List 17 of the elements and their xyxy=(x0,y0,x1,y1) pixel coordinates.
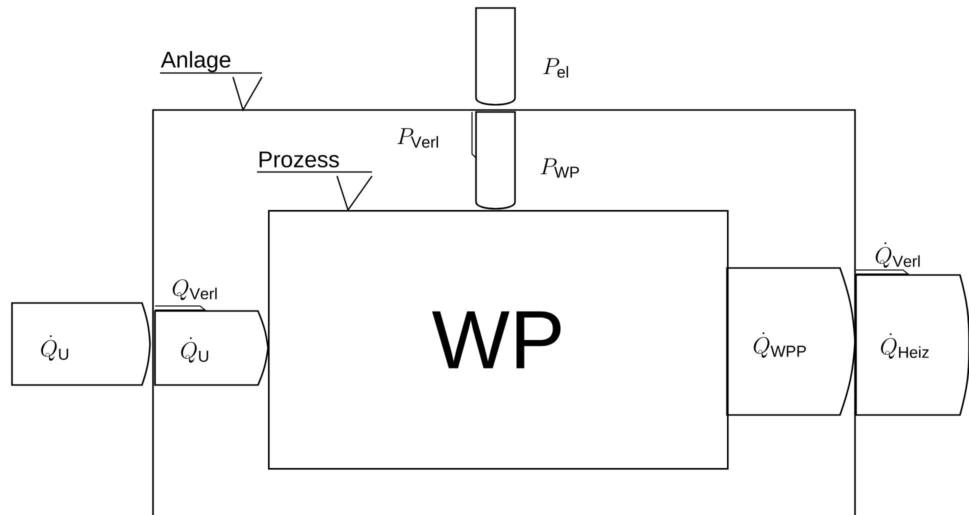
leader-line xyxy=(232,76,263,112)
node-label: $P_\mathrm{WP}$ xyxy=(540,158,579,178)
boundary-label: Prozess xyxy=(257,152,372,173)
boundary-label: Anlage xyxy=(160,51,262,74)
process-box: WP xyxy=(268,210,729,470)
leader-line xyxy=(336,176,373,212)
flow-bar: $P_\mathrm{WP}$ xyxy=(475,111,579,210)
flow-label: $P_\mathrm{Verl}$ xyxy=(397,128,438,148)
flow-label: $\dot{Q}_\mathrm{Verl}$ xyxy=(876,242,920,268)
flow-bar: $P_\mathrm{el}$ xyxy=(475,7,568,106)
flow-box: $\dot{Q}_\mathrm{Heiz}$ xyxy=(855,274,969,416)
node-label: $P_\mathrm{el}$ xyxy=(543,58,568,78)
flow-box: $\dot{Q}_\mathrm{U}$ xyxy=(154,310,269,386)
flow-box: $\dot{Q}_\mathrm{WPP}$ xyxy=(726,267,856,416)
flow-label: $Q_\mathrm{Verl}$ xyxy=(172,279,217,300)
system-boundary xyxy=(152,109,856,515)
flow-box: $\dot{Q}_\mathrm{U}$ xyxy=(11,302,151,386)
